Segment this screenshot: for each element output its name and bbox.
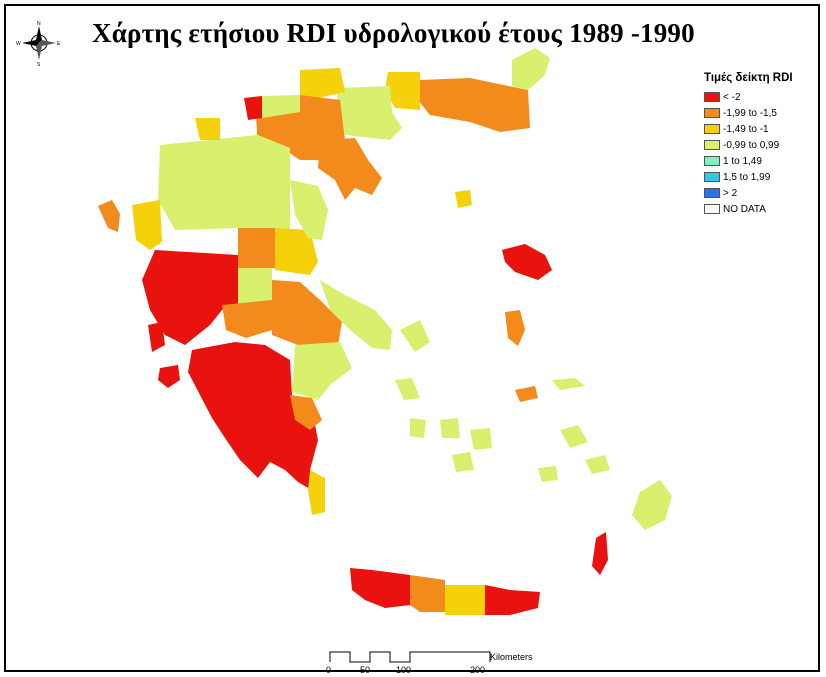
legend-title: Τιμές δείκτη RDI	[704, 72, 793, 84]
region-thrace-east	[418, 78, 530, 132]
legend-item: -1,49 to -1	[704, 121, 822, 137]
region-lakonia-tip	[308, 470, 325, 515]
island-thasos	[455, 190, 472, 208]
legend-item: 1,5 to 1,99	[704, 169, 822, 185]
region-epirus-west	[132, 200, 162, 250]
legend-label: < -2	[723, 91, 741, 103]
scale-bar: 0 50 100 200 Kilometers	[310, 642, 550, 676]
legend-swatch	[704, 156, 720, 166]
scale-tick-50: 50	[360, 665, 371, 675]
scale-tick-200: 200	[470, 665, 486, 675]
region-crete-mid-orange	[410, 575, 445, 612]
region-aetolia-red	[142, 250, 238, 345]
legend-items: < -2 -1,99 to -1,5 -1,49 to -1 -0,99 to 0,9…	[704, 89, 822, 217]
legend-swatch	[704, 108, 720, 118]
compass-n: N	[37, 21, 41, 27]
scale-tick-100: 100	[396, 665, 412, 675]
region-crete-west	[350, 568, 410, 608]
region-macedonia-north	[300, 68, 345, 98]
legend-label: > 2	[723, 187, 738, 199]
compass-w: W	[16, 41, 21, 47]
island-cyclades-2	[470, 428, 492, 450]
region-boeotia-orange	[272, 280, 342, 345]
legend-swatch	[704, 124, 720, 134]
legend-item: > 2	[704, 185, 822, 201]
region-macedonia-east	[336, 86, 402, 140]
region-epirus-strip	[195, 118, 220, 140]
region-central-orange	[222, 300, 272, 338]
island-corfu	[98, 200, 120, 232]
island-lefkada	[148, 322, 165, 352]
region-thessaly-orange	[238, 228, 275, 268]
legend-swatch	[704, 140, 720, 150]
legend: Τιμές δείκτη RDI < -2 -1,99 to -1,5 -1,49 …	[704, 72, 822, 217]
scale-unit: Kilometers	[490, 652, 533, 662]
region-west-macedonia-red	[244, 96, 262, 120]
legend-item: NO DATA	[704, 201, 822, 217]
legend-label: NO DATA	[723, 203, 766, 215]
region-crete-east	[485, 585, 540, 615]
legend-swatch	[704, 188, 720, 198]
island-dodecanese-1	[560, 425, 588, 448]
island-samos	[515, 386, 538, 402]
map-title: Χάρτης ετήσιου RDI υδρολογικού έτους 198…	[92, 18, 695, 48]
region-thrace-mid	[385, 72, 420, 110]
island-lesvos	[502, 244, 552, 280]
legend-label: 1 to 1,49	[723, 155, 762, 167]
region-evia	[320, 280, 392, 350]
region-thessaly-north	[158, 135, 290, 235]
legend-swatch	[704, 204, 720, 214]
legend-swatch	[704, 172, 720, 182]
compass-e: E	[57, 41, 61, 47]
region-crete-mid-yellow	[445, 585, 485, 615]
island-cyclades-3	[410, 418, 426, 438]
scale-bar-graphic	[329, 651, 491, 663]
region-central-green	[238, 268, 272, 305]
island-skyros	[400, 320, 430, 352]
region-evros	[512, 48, 550, 90]
island-cyclades-4	[452, 452, 474, 472]
scale-tick-0: 0	[326, 665, 332, 675]
island-dodecanese-2	[585, 455, 610, 474]
map-frame	[4, 4, 820, 672]
island-dodecanese-3	[538, 466, 558, 482]
island-andros	[395, 378, 420, 400]
region-west-macedonia-green	[262, 95, 300, 118]
compass-s: S	[37, 62, 41, 66]
region-attica	[292, 342, 352, 400]
region-thessaly-yellow	[275, 228, 318, 275]
legend-item: -0,99 to 0,99	[704, 137, 822, 153]
legend-label: 1,5 to 1,99	[723, 171, 771, 183]
region-chalkidiki	[318, 138, 382, 200]
island-rhodes	[632, 480, 672, 530]
legend-label: -1,99 to -1,5	[723, 107, 777, 119]
legend-item: -1,99 to -1,5	[704, 105, 822, 121]
compass-rose-icon: N S E W	[16, 21, 61, 66]
legend-item: < -2	[704, 89, 822, 105]
legend-item: 1 to 1,49	[704, 153, 822, 169]
legend-label: -0,99 to 0,99	[723, 139, 780, 151]
legend-swatch	[704, 92, 720, 102]
region-peloponnese	[188, 342, 318, 492]
island-cyclades-1	[440, 418, 460, 438]
region-magnesia	[290, 180, 328, 240]
legend-label: -1,49 to -1	[723, 123, 769, 135]
island-kefalonia	[158, 365, 180, 388]
island-chios	[505, 310, 525, 346]
island-karpathos	[592, 532, 608, 575]
island-ikaria	[552, 378, 585, 390]
region-argolis	[290, 395, 322, 430]
